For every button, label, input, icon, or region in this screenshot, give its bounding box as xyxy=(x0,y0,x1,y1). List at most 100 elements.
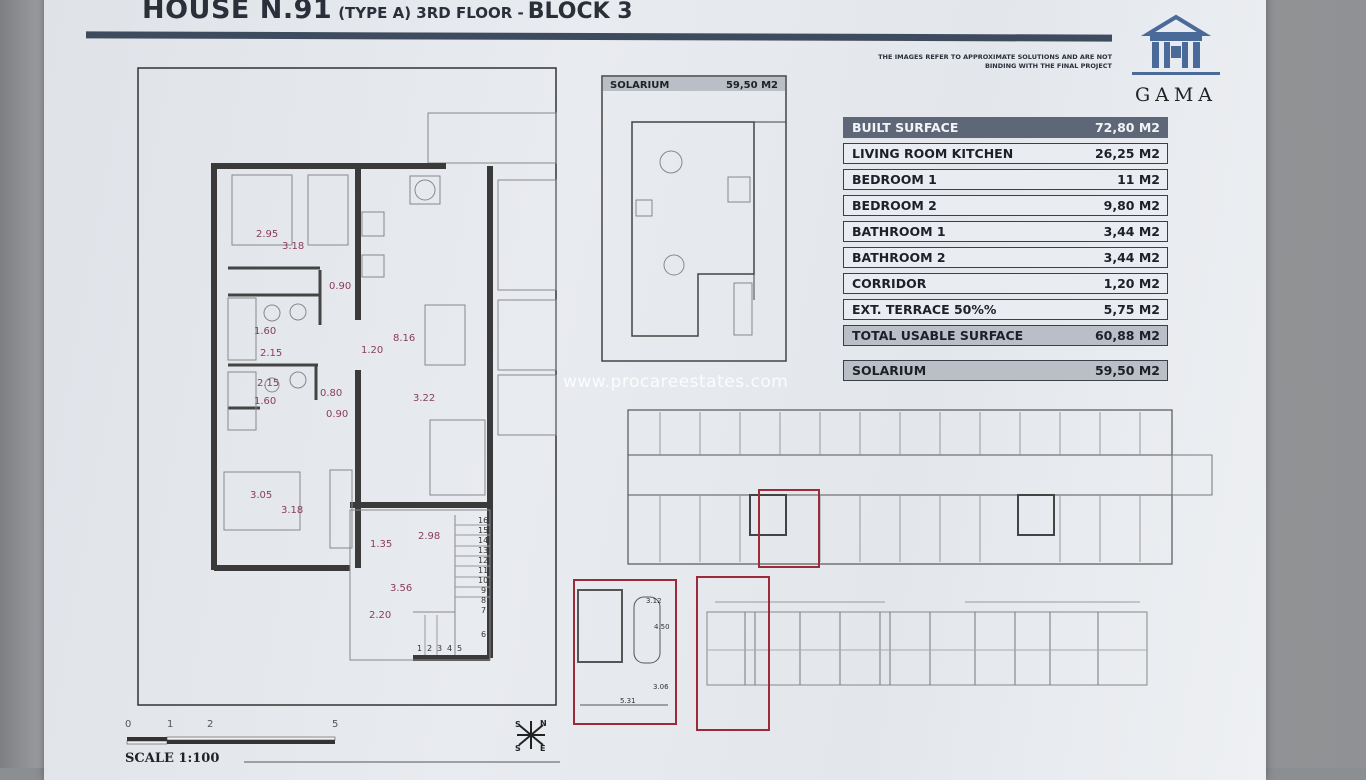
stair-step: 6 xyxy=(481,630,486,639)
highlight-storage xyxy=(758,489,820,568)
room-row: BEDROOM 2 9,80 M2 xyxy=(843,195,1168,216)
row-label: TOTAL USABLE SURFACE xyxy=(852,328,1024,343)
row-label: BEDROOM 1 xyxy=(852,172,937,187)
solarium-row: SOLARIUM 59,50 M2 xyxy=(843,360,1168,381)
row-label: LIVING ROOM KITCHEN xyxy=(852,146,1014,161)
row-value: 11 M2 xyxy=(1117,172,1160,187)
row-value: 1,20 M2 xyxy=(1103,276,1160,291)
room-row: BATHROOM 1 3,44 M2 xyxy=(843,221,1168,242)
row-value: 59,50 M2 xyxy=(1094,363,1160,378)
dimension-label: 1.35 xyxy=(370,539,392,550)
page-title: HOUSE N.91 (TYPE A) 3RD FLOOR -BLOCK 3 xyxy=(142,0,633,25)
dimension-label: 3.56 xyxy=(390,583,412,594)
built-surface-row: BUILT SURFACE 72,80 M2 xyxy=(843,117,1168,138)
house-number: HOUSE N.91 xyxy=(142,0,333,25)
stair-step: 12 xyxy=(478,556,488,565)
dimension-label: 0.90 xyxy=(329,281,351,292)
scale-tick: 5 xyxy=(332,719,339,730)
watermark: www.procareestates.com xyxy=(563,372,789,392)
row-label: BATHROOM 1 xyxy=(852,224,946,239)
block-site-plan xyxy=(706,601,1148,686)
compass-letter: N xyxy=(540,719,547,728)
stair-step: 4 xyxy=(447,644,452,653)
stair-step: 8 xyxy=(481,596,486,605)
row-value: 3,44 M2 xyxy=(1103,224,1160,239)
dimension-label: 3.18 xyxy=(281,505,303,516)
compass-letter: S xyxy=(515,720,521,729)
row-value: 72,80 M2 xyxy=(1094,120,1160,135)
disclaimer-line: BINDING WITH THE FINAL PROJECT xyxy=(984,62,1112,70)
dimension-label: 2.20 xyxy=(369,610,391,621)
dimension-label: 1.60 xyxy=(254,326,276,337)
scale-tick: 1 xyxy=(167,719,174,730)
gama-logo: GAMA xyxy=(1128,14,1224,106)
dimension-label: 0.80 xyxy=(320,388,342,399)
stair-step: 7 xyxy=(481,606,486,615)
dimension-label: 2.15 xyxy=(257,378,279,389)
disclaimer: THE IMAGES REFER TO APPROXIMATE SOLUTION… xyxy=(820,53,1112,71)
row-label: CORRIDOR xyxy=(852,276,927,291)
temple-logo-icon xyxy=(1132,14,1220,75)
room-row: BEDROOM 1 11 M2 xyxy=(843,169,1168,190)
scale-tick: 2 xyxy=(207,719,214,730)
row-label: SOLARIUM xyxy=(852,363,927,378)
disclaimer-line: THE IMAGES REFER TO APPROXIMATE SOLUTION… xyxy=(878,53,1112,61)
row-label: BATHROOM 2 xyxy=(852,250,946,265)
room-row: EXT. TERRACE 50%% 5,75 M2 xyxy=(843,299,1168,320)
stair-step: 11 xyxy=(478,566,488,575)
dimension-label: 3.22 xyxy=(413,393,435,404)
stair-step: 5 xyxy=(457,644,462,653)
room-row: BATHROOM 2 3,44 M2 xyxy=(843,247,1168,268)
row-value: 9,80 M2 xyxy=(1103,198,1160,213)
scale-tick: 0 xyxy=(125,719,132,730)
block-label: BLOCK 3 xyxy=(527,0,633,24)
stair-step: 9 xyxy=(481,586,486,595)
dimension-label: 2.15 xyxy=(260,348,282,359)
house-type-floor: (TYPE A) 3RD FLOOR - xyxy=(338,4,524,22)
surface-table: BUILT SURFACE 72,80 M2 LIVING ROOM KITCHE… xyxy=(843,117,1168,386)
dimension-label: 3.06 xyxy=(653,683,669,691)
dimension-label: 4.50 xyxy=(654,623,670,631)
row-value: 26,25 M2 xyxy=(1094,146,1160,161)
stair-step: 3 xyxy=(437,644,442,653)
scale-label: SCALE 1:100 xyxy=(125,751,220,766)
floor-plan-dimensions: 2.95 3.18 0.90 1.60 2.15 1.20 8.16 2.15 … xyxy=(250,229,440,621)
dimension-label: 2.95 xyxy=(256,229,278,240)
dimension-label: 3.05 xyxy=(250,490,272,501)
dimension-label: 2.98 xyxy=(418,531,440,542)
dimension-label: 1.20 xyxy=(361,345,383,356)
logo-text: GAMA xyxy=(1134,84,1218,106)
compass-letter: E xyxy=(540,744,545,753)
row-value: 5,75 M2 xyxy=(1103,302,1160,317)
stair-step: 15 xyxy=(478,526,488,535)
stair-step: 16 xyxy=(478,516,488,525)
solarium-plan xyxy=(601,75,787,362)
room-row: LIVING ROOM KITCHEN 26,25 M2 xyxy=(843,143,1168,164)
main-floor-plan xyxy=(137,67,557,706)
stair-step: 14 xyxy=(478,536,488,545)
parking-level-plan xyxy=(627,409,1213,565)
row-label: BEDROOM 2 xyxy=(852,198,937,213)
stair-step: 10 xyxy=(478,576,488,585)
parking-space-detail xyxy=(573,579,677,725)
stair-step: 13 xyxy=(478,546,488,555)
solarium-plan-label: SOLARIUM xyxy=(610,80,669,91)
stair-step: 2 xyxy=(427,644,432,653)
scale-bar xyxy=(126,736,560,763)
solarium-plan-area: 59,50 M2 xyxy=(726,80,778,91)
row-label: EXT. TERRACE 50%% xyxy=(852,302,997,317)
highlight-unit xyxy=(696,576,770,731)
row-value: 3,44 M2 xyxy=(1103,250,1160,265)
dimension-label: 1.60 xyxy=(254,396,276,407)
room-row: CORRIDOR 1,20 M2 xyxy=(843,273,1168,294)
dimension-label: 8.16 xyxy=(393,333,415,344)
dimension-label: 5.31 xyxy=(620,697,636,705)
dimension-label: 3.12 xyxy=(646,597,662,605)
row-label: BUILT SURFACE xyxy=(852,120,959,135)
dimension-label: 0.90 xyxy=(326,409,348,420)
compass-letter: S xyxy=(515,744,521,753)
stair-numbers: 1 2 3 4 5 6 7 8 9 10 11 12 13 14 15 16 xyxy=(417,516,488,653)
stair-step: 1 xyxy=(417,644,422,653)
